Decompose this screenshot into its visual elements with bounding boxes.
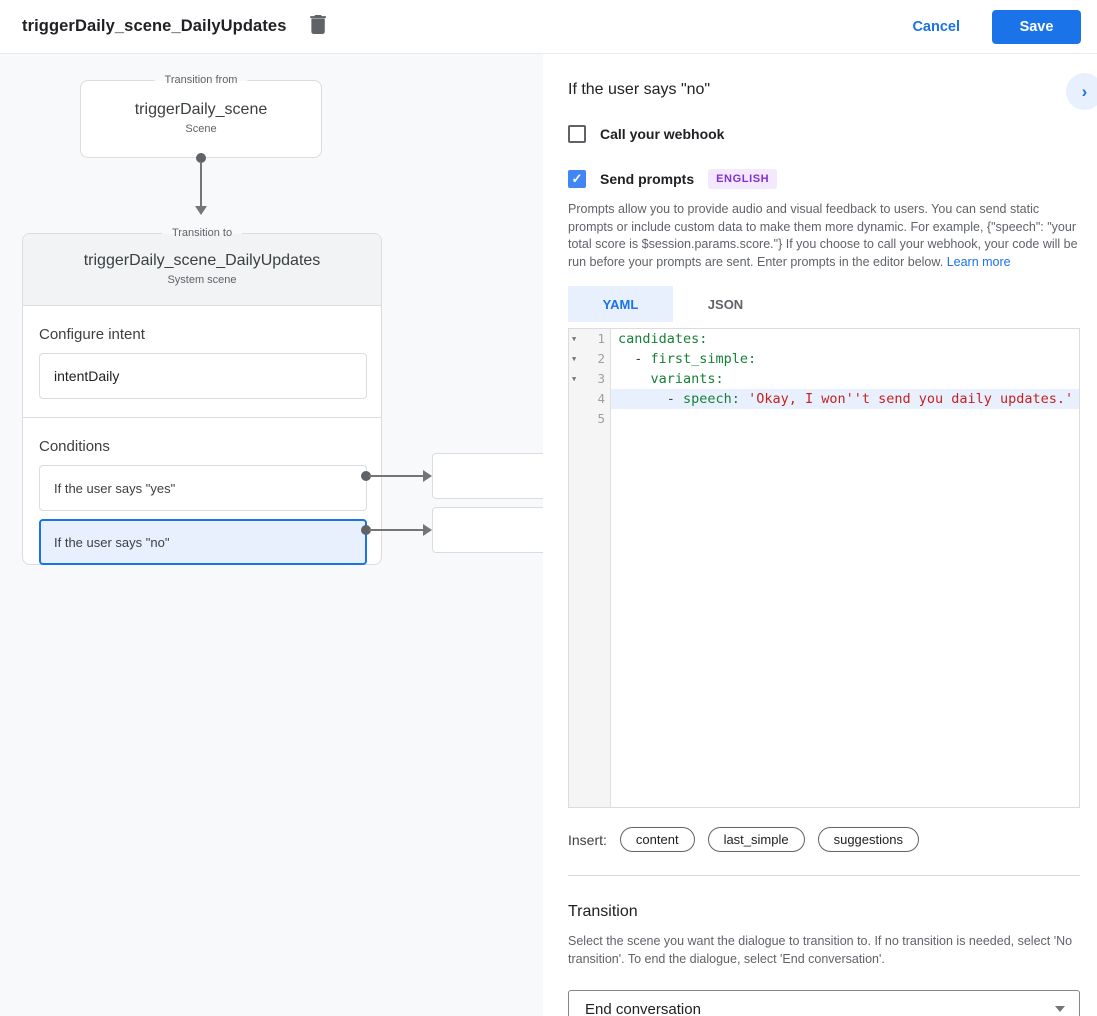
intent-item[interactable]: intentDaily [39, 353, 367, 399]
transition-section-title: Transition [568, 903, 638, 920]
condition-item-yes[interactable]: If the user says "yes" [39, 465, 367, 511]
connector-dot [361, 525, 371, 535]
code-content[interactable]: candidates: [611, 329, 1079, 349]
editor-format-tabs: YAML JSON [568, 286, 1080, 322]
line-number: 3 [597, 371, 605, 386]
dropdown-caret-icon [1055, 1006, 1065, 1012]
checkmark-icon: ✓ [571, 171, 583, 186]
insert-chip-suggestions[interactable]: suggestions [817, 827, 919, 852]
prompts-description-text: Prompts allow you to provide audio and v… [568, 202, 1078, 269]
send-prompts-label: Send prompts [600, 171, 695, 187]
transition-to-card: Transition to triggerDaily_scene_DailyUp… [22, 226, 382, 565]
line-number: 4 [597, 391, 605, 406]
arrow-right-icon [423, 470, 432, 482]
flow-diagram-canvas: Transition from triggerDaily_scene Scene… [0, 54, 543, 1016]
line-number: 5 [597, 411, 605, 426]
connector-line [200, 162, 202, 207]
transition-from-legend: Transition from [154, 73, 248, 88]
section-divider [568, 875, 1080, 876]
condition-panel-title: If the user says "no" [568, 81, 711, 98]
connector-line [369, 529, 424, 531]
code-token-p: - [618, 351, 651, 367]
tab-yaml[interactable]: YAML [568, 286, 673, 322]
transition-from-card[interactable]: Transition from triggerDaily_scene Scene [80, 73, 322, 158]
code-content[interactable] [611, 409, 1079, 429]
insert-chip-content[interactable]: content [619, 827, 695, 852]
to-scene-type: System scene [167, 274, 237, 286]
fold-arrow-icon[interactable]: ▼ [572, 335, 577, 343]
call-webhook-checkbox[interactable] [568, 125, 586, 143]
code-token-p: - [618, 391, 684, 407]
code-line-2[interactable]: ▼2 - first_simple: [569, 349, 1079, 369]
arrow-right-icon [423, 524, 432, 536]
code-token-key: variants: [650, 371, 724, 387]
chevron-right-icon: › [1081, 81, 1088, 101]
learn-more-link[interactable]: Learn more [946, 254, 1011, 269]
trash-icon [310, 15, 327, 38]
to-scene-name: triggerDaily_scene_DailyUpdates [83, 252, 321, 269]
gutter-cell: 5 [569, 409, 611, 429]
line-number: 2 [597, 351, 605, 366]
code-content[interactable]: - speech: 'Okay, I won''t send you daily… [611, 389, 1079, 409]
to-scene-body: Configure intent intentDaily Conditions … [23, 326, 381, 565]
prompts-description: Prompts allow you to provide audio and v… [568, 201, 1080, 271]
code-line-3[interactable]: ▼3 variants: [569, 369, 1079, 389]
fold-arrow-icon[interactable]: ▼ [572, 355, 577, 363]
code-token-key: first_simple: [650, 351, 757, 367]
save-button[interactable]: Save [992, 9, 1081, 44]
target-scene-box[interactable] [432, 453, 543, 499]
code-token-p [618, 371, 651, 387]
webhook-row: Call your webhook [568, 125, 1080, 143]
page-title: triggerDaily_scene_DailyUpdates [22, 17, 287, 35]
language-badge: ENGLISH [708, 169, 778, 189]
tab-json[interactable]: JSON [707, 296, 744, 312]
code-line-4[interactable]: 4 - speech: 'Okay, I won''t send you dai… [569, 389, 1079, 409]
cancel-button[interactable]: Cancel [896, 11, 976, 43]
code-token-key: speech: [683, 391, 740, 407]
gutter-cell: ▼2 [569, 349, 611, 369]
delete-scene-button[interactable] [304, 13, 332, 41]
connector-dot [196, 153, 206, 163]
call-webhook-label: Call your webhook [600, 126, 725, 142]
code-line-5[interactable]: 5 [569, 409, 1079, 429]
fold-arrow-icon[interactable]: ▼ [572, 375, 577, 383]
collapse-panel-button[interactable]: › [1066, 73, 1097, 110]
target-scene-box[interactable] [432, 507, 543, 553]
code-content[interactable]: - first_simple: [611, 349, 1079, 369]
code-token-str: 'Okay, I won''t send you daily updates.' [748, 391, 1074, 407]
gutter-cell: 4 [569, 389, 611, 409]
transition-select[interactable]: End conversation [568, 990, 1080, 1016]
transition-select-value: End conversation [585, 1000, 701, 1016]
card-divider [23, 417, 381, 418]
send-prompts-row: ✓ Send prompts ENGLISH [568, 169, 1080, 189]
transition-description: Select the scene you want the dialogue t… [568, 934, 1073, 966]
insert-label: Insert: [568, 831, 607, 848]
from-scene-type: Scene [185, 123, 217, 135]
top-bar: triggerDaily_scene_DailyUpdates Cancel S… [0, 0, 1097, 54]
condition-detail-panel: › If the user says "no" Call your webhoo… [543, 54, 1097, 1016]
line-number: 1 [597, 331, 605, 346]
code-token-key: candidates: [618, 331, 708, 347]
send-prompts-checkbox[interactable]: ✓ [568, 170, 586, 188]
connector-dot [361, 471, 371, 481]
from-scene-name: triggerDaily_scene [134, 101, 268, 118]
insert-chip-last-simple[interactable]: last_simple [707, 827, 805, 852]
insert-row: Insert: content last_simple suggestions [568, 827, 1080, 852]
to-scene-header[interactable]: triggerDaily_scene_DailyUpdates System s… [23, 234, 381, 306]
conditions-label: Conditions [39, 438, 110, 455]
code-content[interactable]: variants: [611, 369, 1079, 389]
arrow-down-icon [195, 206, 207, 215]
code-token-p [740, 391, 748, 407]
configure-intent-label: Configure intent [39, 326, 145, 343]
transition-to-legend: Transition to [161, 226, 243, 241]
connector-line [369, 475, 424, 477]
editor-gutter [569, 329, 611, 807]
gutter-cell: ▼1 [569, 329, 611, 349]
condition-item-no-selected[interactable]: If the user says "no" [39, 519, 367, 565]
gutter-cell: ▼3 [569, 369, 611, 389]
